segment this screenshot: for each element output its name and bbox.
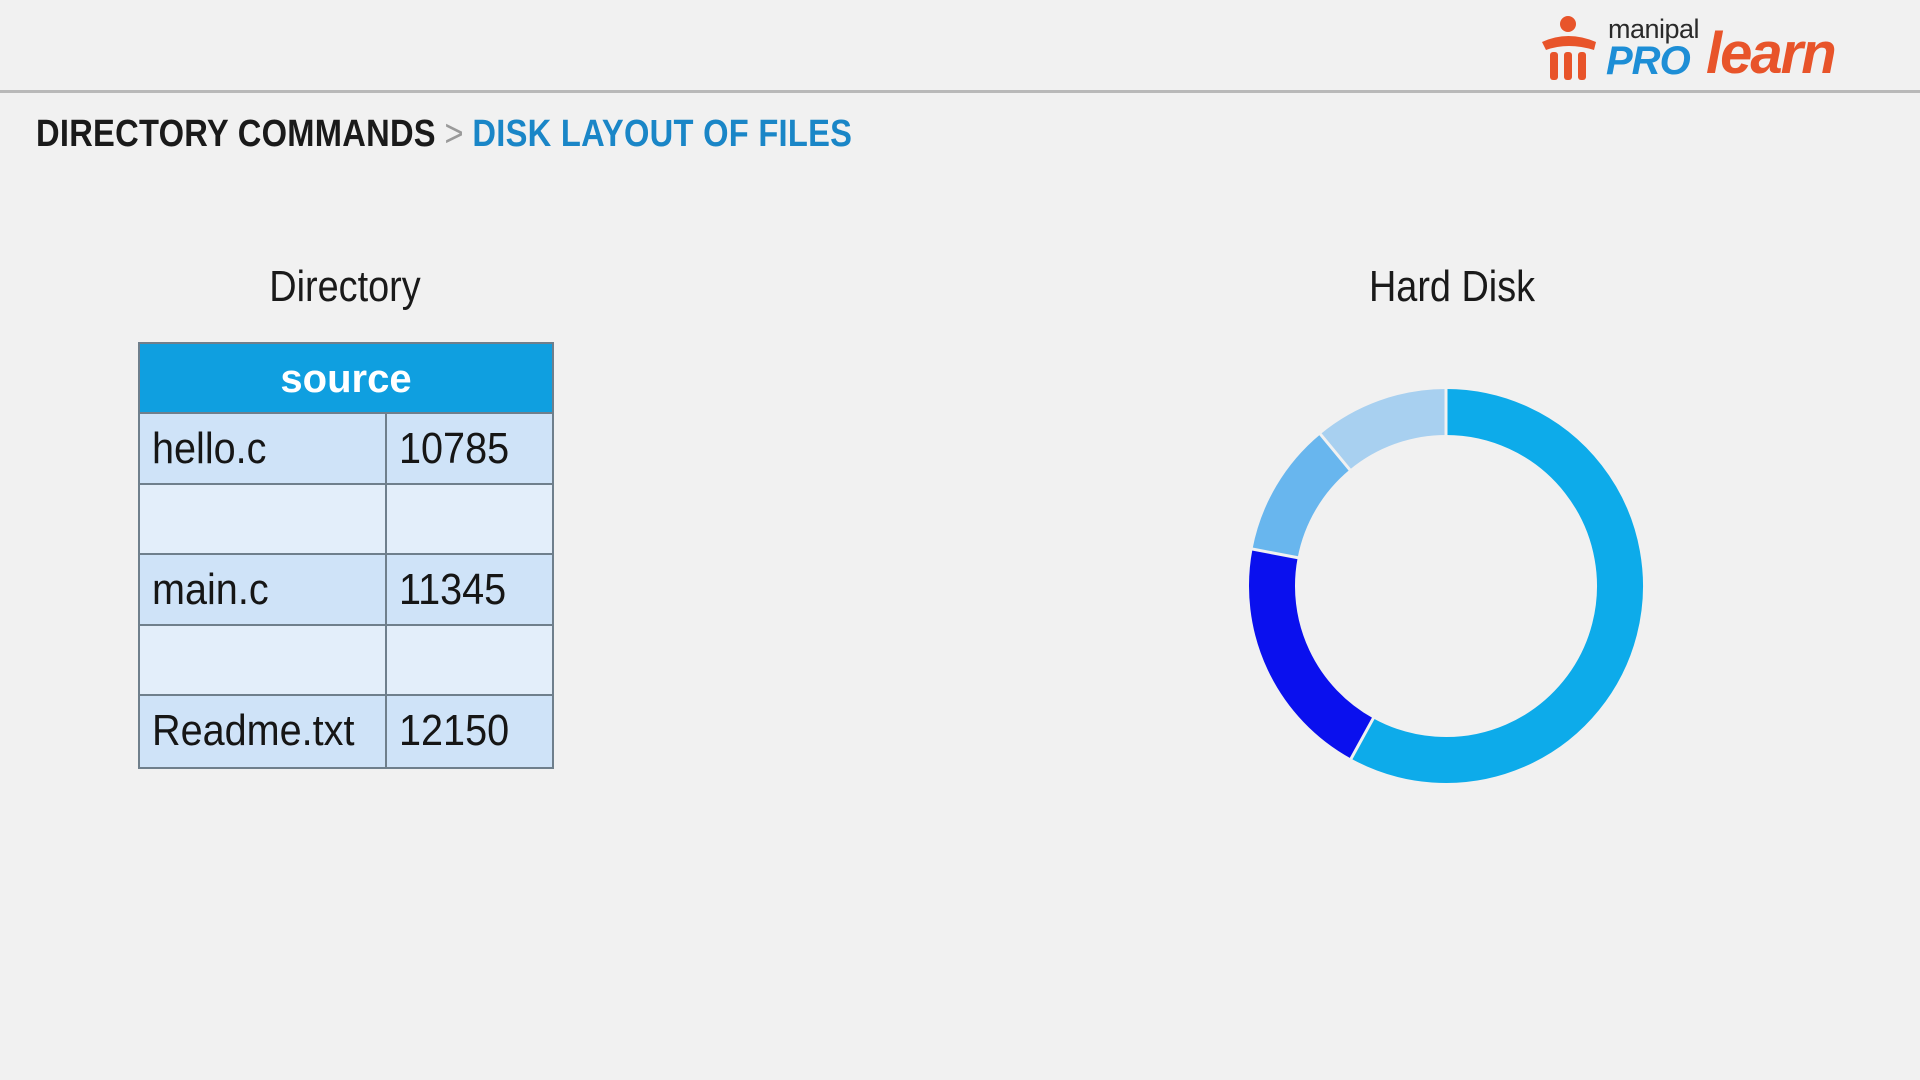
file-name-cell: Readme.txt	[140, 696, 387, 767]
logo-manipal-text: manipal	[1608, 14, 1700, 44]
file-name: hello.c	[152, 424, 267, 473]
logo-pro-text: PRO	[1606, 39, 1691, 83]
breadcrumb-current: DISK LAYOUT OF FILES	[472, 113, 853, 155]
hard-disk-donut	[1249, 388, 1643, 783]
block-number-cell: 11345	[387, 555, 552, 624]
block-number-cell	[387, 626, 552, 695]
header-divider	[0, 90, 1920, 93]
person-icon	[1542, 16, 1596, 80]
file-name-cell: main.c	[140, 555, 387, 624]
hard-disk-title: Hard Disk	[1368, 262, 1536, 311]
disk-segment-1	[1351, 389, 1643, 783]
breadcrumb-parent: DIRECTORY COMMANDS	[36, 113, 436, 155]
block-number-cell	[387, 485, 552, 554]
file-name: main.c	[152, 565, 269, 615]
disk-segment-3	[1252, 434, 1351, 559]
table-row	[140, 484, 552, 556]
table-row: main.c 11345	[140, 555, 552, 626]
block-number: 10785	[399, 424, 510, 473]
block-number: 12150	[399, 706, 510, 756]
logo-learn-text: learn	[1706, 21, 1837, 86]
block-number: 11345	[399, 565, 507, 615]
table-row: Readme.txt 12150	[140, 696, 552, 767]
segment-separator	[1349, 716, 1376, 761]
segment-separator	[1251, 547, 1299, 560]
block-number-cell: 12150	[387, 696, 552, 767]
segment-separator	[1318, 432, 1352, 472]
disk-segment-2	[1249, 549, 1374, 759]
directory-table: source hello.c 10785 main.c 11345 Readme…	[138, 342, 554, 769]
file-name-cell	[140, 484, 387, 554]
block-number-cell: 10785	[387, 414, 552, 483]
breadcrumb: DIRECTORY COMMANDS>DISK LAYOUT OF FILES	[36, 113, 852, 156]
table-row	[140, 625, 552, 697]
file-name-cell: hello.c	[140, 414, 387, 483]
file-name-cell	[140, 625, 387, 695]
breadcrumb-separator: >	[444, 113, 464, 155]
disk-segment-4	[1320, 389, 1447, 471]
manipal-prolearn-logo: manipal PRO learn	[1538, 12, 1878, 84]
table-row: hello.c 10785	[140, 414, 552, 485]
directory-table-header: source	[140, 344, 552, 414]
file-name: Readme.txt	[152, 706, 355, 756]
directory-title: Directory	[269, 262, 421, 311]
